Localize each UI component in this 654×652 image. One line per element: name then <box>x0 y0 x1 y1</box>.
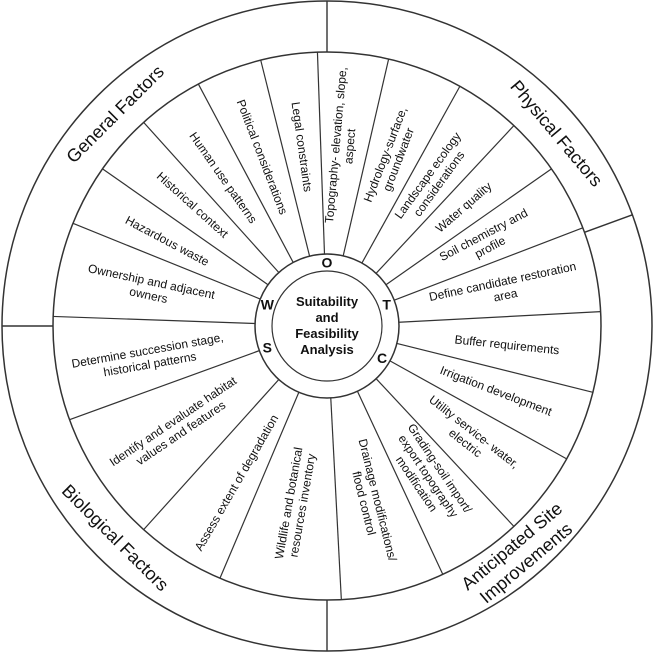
segment-label: Assess extent of degradation <box>192 412 282 553</box>
segment-divider <box>330 397 342 600</box>
segment-divider <box>396 342 594 393</box>
segment-label-line: area <box>492 286 519 305</box>
segment-label: Buffer requirements <box>454 332 560 357</box>
swot-letter: T <box>382 296 391 312</box>
segment-divider <box>102 168 269 286</box>
segment-label: Determine succession stage,historical pa… <box>70 330 227 384</box>
segment-label: Ownership and adjacentowners <box>84 261 217 315</box>
quadrant-label-line: Biological Factors <box>58 481 173 596</box>
segment-divider <box>375 378 515 527</box>
segment-label: Hazardous waste <box>123 213 212 269</box>
segment-label-line: aspect <box>341 127 358 164</box>
segment-divider <box>143 121 280 273</box>
segment-divider <box>197 83 294 263</box>
swot-letters: O T C S W <box>261 255 392 366</box>
segment-divider <box>72 222 261 300</box>
segment-divider <box>361 86 461 264</box>
segment-label: Legal constraints <box>289 101 315 193</box>
swot-letter: C <box>377 350 387 366</box>
segment-divider-lines <box>53 52 601 600</box>
segment-divider <box>316 52 326 255</box>
segment-label-line: Legal constraints <box>289 101 315 193</box>
center-title-line: Suitability <box>296 294 359 309</box>
segment-label-line: Assess extent of degradation <box>192 412 282 553</box>
swot-letter: W <box>261 296 275 312</box>
quadrant-divider <box>584 214 633 233</box>
segment-divider <box>69 350 260 421</box>
segment-divider <box>219 392 300 579</box>
segment-divider <box>375 125 515 274</box>
segment-divider <box>342 58 390 256</box>
segment-label: Drainage modifications/flood control <box>342 437 400 566</box>
segment-label: Identify and evaluate habitatvalues and … <box>107 373 248 481</box>
segment-divider <box>356 391 444 575</box>
swot-letter: O <box>322 255 333 271</box>
center-title-line: Analysis <box>300 342 353 357</box>
center-title-line: and <box>315 310 338 325</box>
center-title-line: Feasibility <box>295 326 359 341</box>
segment-divider <box>394 227 584 301</box>
segment-label-line: Identify and evaluate habitat <box>107 373 240 469</box>
segment-divider <box>53 315 256 325</box>
segment-label: Topography- elevation, slope,aspect <box>322 66 364 225</box>
segment-label: Wildlife and botanicalresources inventor… <box>272 446 319 563</box>
center-inner-circle <box>271 270 383 382</box>
quadrant-label: Biological Factors <box>58 481 173 596</box>
segment-label-line: Buffer requirements <box>454 332 560 357</box>
segment-divider <box>385 168 552 286</box>
segment-divider <box>389 360 567 460</box>
segment-divider <box>260 59 311 257</box>
segment-divider <box>398 311 601 323</box>
quadrant-divider-lines <box>2 1 633 651</box>
segment-label: Define candidate restorationarea <box>428 259 581 318</box>
segment-divider <box>143 379 280 531</box>
swot-letter: S <box>263 340 272 356</box>
segment-label-line: Hazardous waste <box>123 213 212 269</box>
quadrant-label: Anticipated SiteImprovements <box>457 498 580 611</box>
